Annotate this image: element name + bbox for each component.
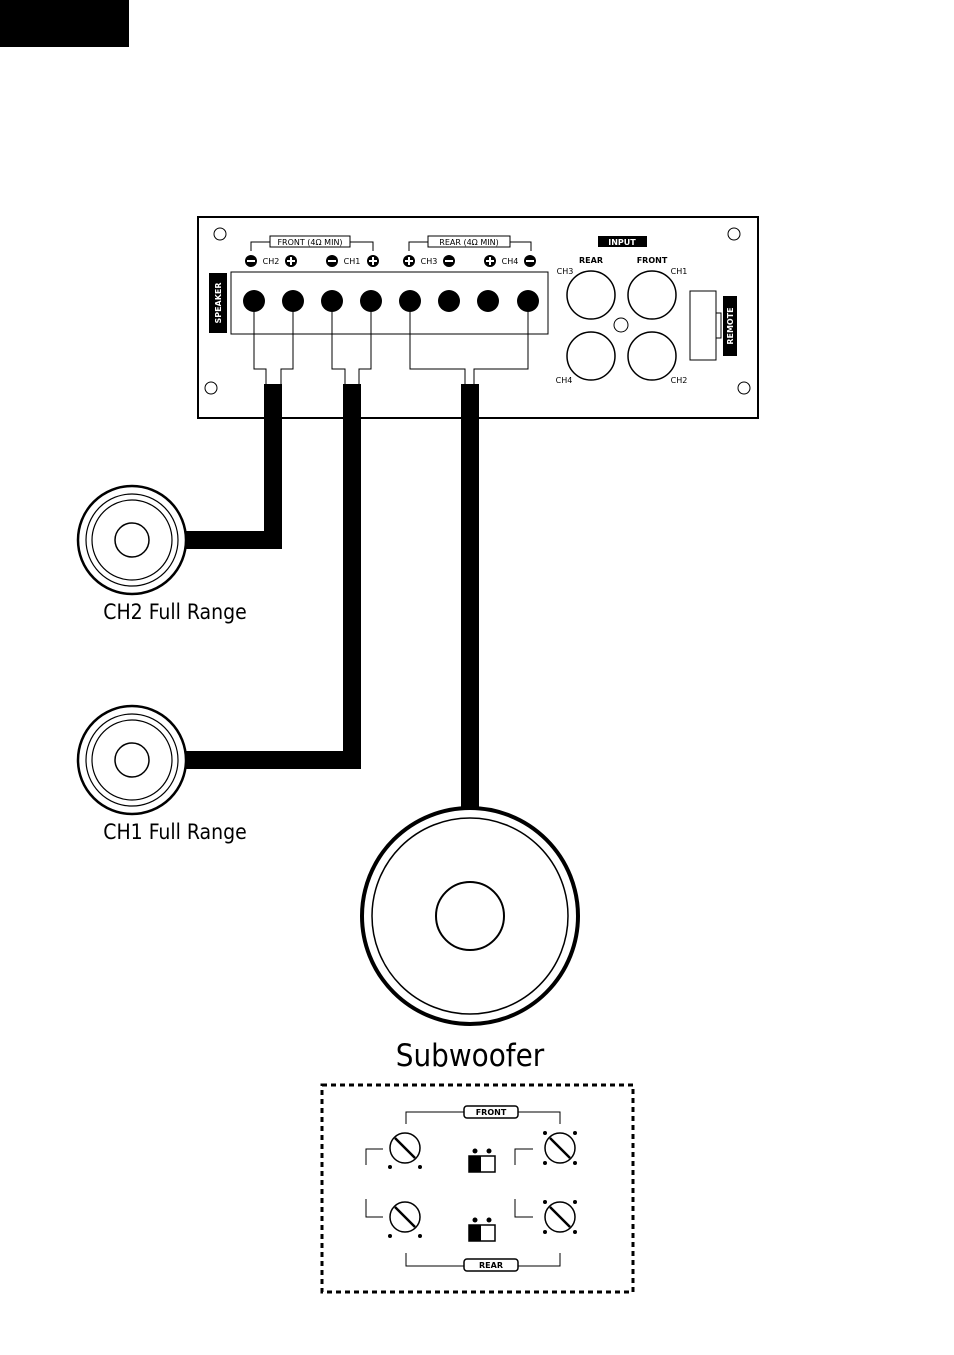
mounting-hole-icon <box>728 228 740 240</box>
controls-front-label: FRONT <box>476 1108 507 1117</box>
terminal-screw-icon <box>399 290 421 312</box>
rca-front-label: FRONT <box>637 256 668 265</box>
rca-jack-icon <box>628 271 676 319</box>
thick-cables <box>185 384 470 808</box>
ch1-speaker <box>78 706 186 814</box>
plus-icon <box>403 255 415 267</box>
terminal-screw-icon <box>282 290 304 312</box>
speaker-terminal-block <box>231 272 548 334</box>
plus-icon <box>367 255 379 267</box>
terminal-label-ch4: CH4 <box>502 257 519 266</box>
plus-icon <box>285 255 297 267</box>
rca-rear-label: REAR <box>579 256 603 265</box>
minus-icon <box>443 255 455 267</box>
subwoofer-caption: Subwoofer <box>396 1038 545 1074</box>
terminal-label-ch1: CH1 <box>344 257 361 266</box>
subwoofer-speaker <box>362 808 578 1024</box>
rca-label-ch1: CH1 <box>671 267 688 276</box>
mounting-hole-icon <box>205 382 217 394</box>
rca-label-ch2: CH2 <box>671 376 688 385</box>
input-label: INPUT <box>608 238 636 247</box>
rca-jack-icon <box>628 332 676 380</box>
front-group-label: FRONT (4Ω MIN) <box>277 238 342 247</box>
rca-label-ch4: CH4 <box>556 376 573 385</box>
ch2-caption: CH2 Full Range <box>103 600 246 624</box>
terminal-screw-icon <box>321 290 343 312</box>
controls-panel: FRONT REAR <box>322 1085 633 1292</box>
terminal-screw-icon <box>517 290 539 312</box>
center-hole-icon <box>614 318 628 332</box>
mounting-hole-icon <box>738 382 750 394</box>
rca-jack-icon <box>567 332 615 380</box>
controls-rear-label: REAR <box>479 1261 503 1270</box>
minus-icon <box>245 255 257 267</box>
minus-icon <box>326 255 338 267</box>
remote-label: REMOTE <box>726 307 735 344</box>
rca-jack-icon <box>567 271 615 319</box>
terminal-screw-icon <box>243 290 265 312</box>
terminal-screw-icon <box>438 290 460 312</box>
terminal-label-ch3: CH3 <box>421 257 438 266</box>
terminal-label-ch2: CH2 <box>263 257 280 266</box>
rear-group-label: REAR (4Ω MIN) <box>439 238 498 247</box>
remote-connector <box>690 291 721 360</box>
minus-icon <box>524 255 536 267</box>
rca-label-ch3: CH3 <box>557 267 574 276</box>
ch1-caption: CH1 Full Range <box>103 820 246 844</box>
speaker-label: SPEAKER <box>214 282 223 323</box>
mounting-hole-icon <box>214 228 226 240</box>
plus-icon <box>484 255 496 267</box>
terminal-screw-icon <box>360 290 382 312</box>
terminal-screw-icon <box>477 290 499 312</box>
ch2-speaker <box>78 486 186 594</box>
